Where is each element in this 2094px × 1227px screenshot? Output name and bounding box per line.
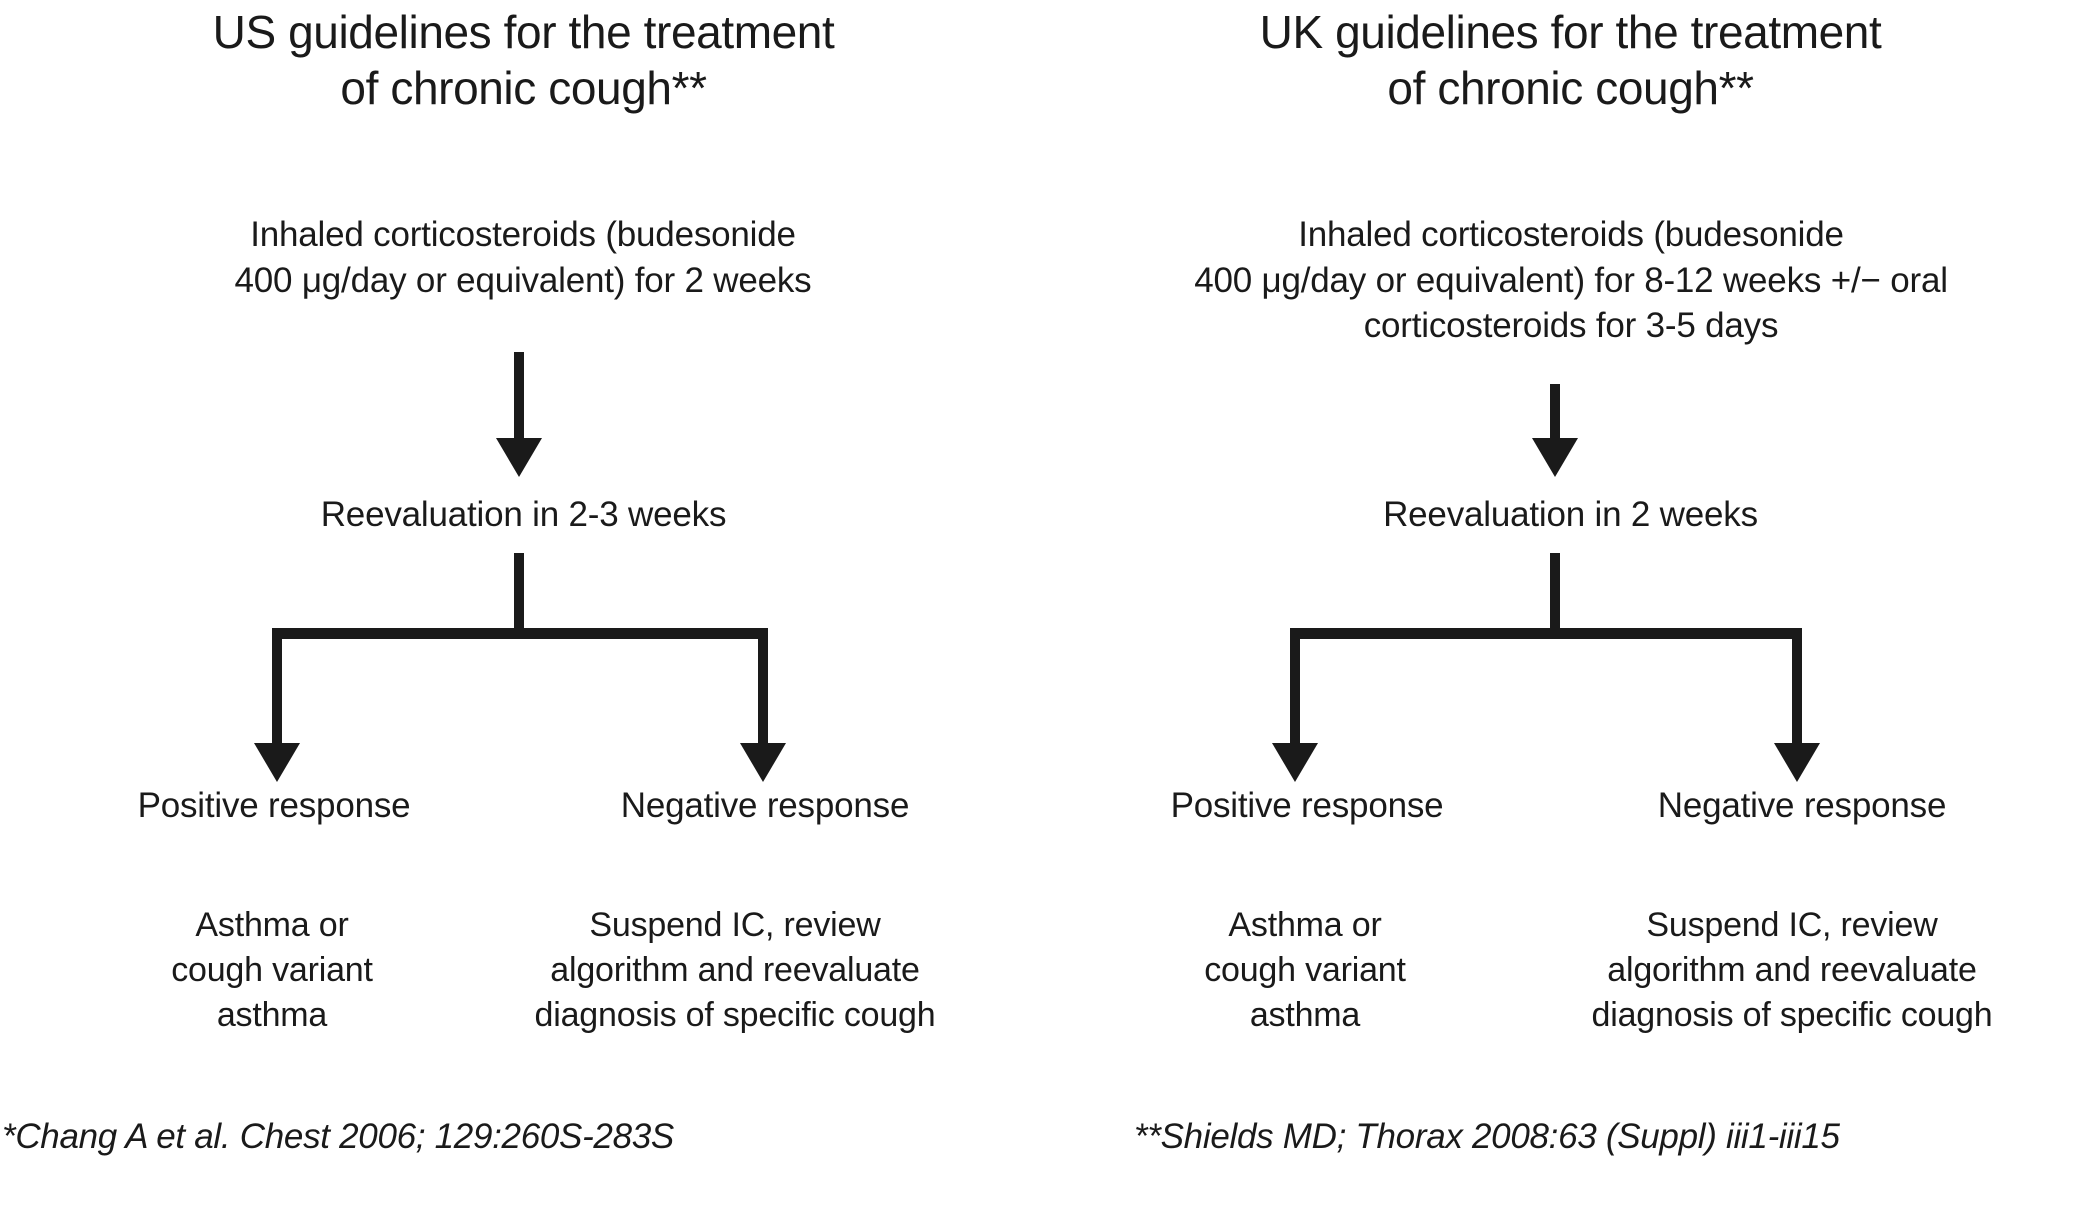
outcome-negative-us: Suspend IC, review algorithm and reevalu… (534, 906, 936, 1035)
branch-label-positive-us: Positive response (137, 786, 411, 825)
page-title-uk: UK guidelines for the treatment of chron… (1259, 6, 1882, 115)
branch-fork-icon (1272, 553, 1820, 782)
column-us-guidelines: US guidelines for the treatment of chron… (137, 6, 936, 1035)
citation-us: *Chang A et al. Chest 2006; 129:260S-283… (2, 1117, 674, 1156)
step-regimen-us: Inhaled corticosteroids (budesonide 400 … (234, 215, 812, 300)
outcome-positive-uk: Asthma or cough variant asthma (1204, 906, 1406, 1035)
step-reevaluation-us: Reevaluation in 2-3 weeks (320, 495, 727, 534)
branch-label-negative-us: Negative response (620, 786, 910, 825)
connector-group-uk (1272, 384, 1820, 782)
branch-fork-icon (254, 553, 786, 782)
branch-label-negative-uk: Negative response (1657, 786, 1947, 825)
page-title-us: US guidelines for the treatment of chron… (212, 6, 835, 115)
outcome-positive-us: Asthma or cough variant asthma (171, 906, 373, 1035)
outcome-negative-uk: Suspend IC, review algorithm and reevalu… (1591, 906, 1993, 1035)
arrow-down-icon (496, 352, 542, 477)
step-reevaluation-uk: Reevaluation in 2 weeks (1383, 495, 1758, 534)
column-uk-guidelines: UK guidelines for the treatment of chron… (1047, 0, 2094, 1227)
branch-label-positive-uk: Positive response (1170, 786, 1444, 825)
citation-uk: **Shields MD; Thorax 2008:63 (Suppl) iii… (1134, 1117, 1840, 1156)
arrow-down-icon (1532, 384, 1578, 477)
connector-group-us (254, 352, 786, 782)
step-regimen-uk: Inhaled corticosteroids (budesonide 400 … (1194, 215, 1948, 345)
